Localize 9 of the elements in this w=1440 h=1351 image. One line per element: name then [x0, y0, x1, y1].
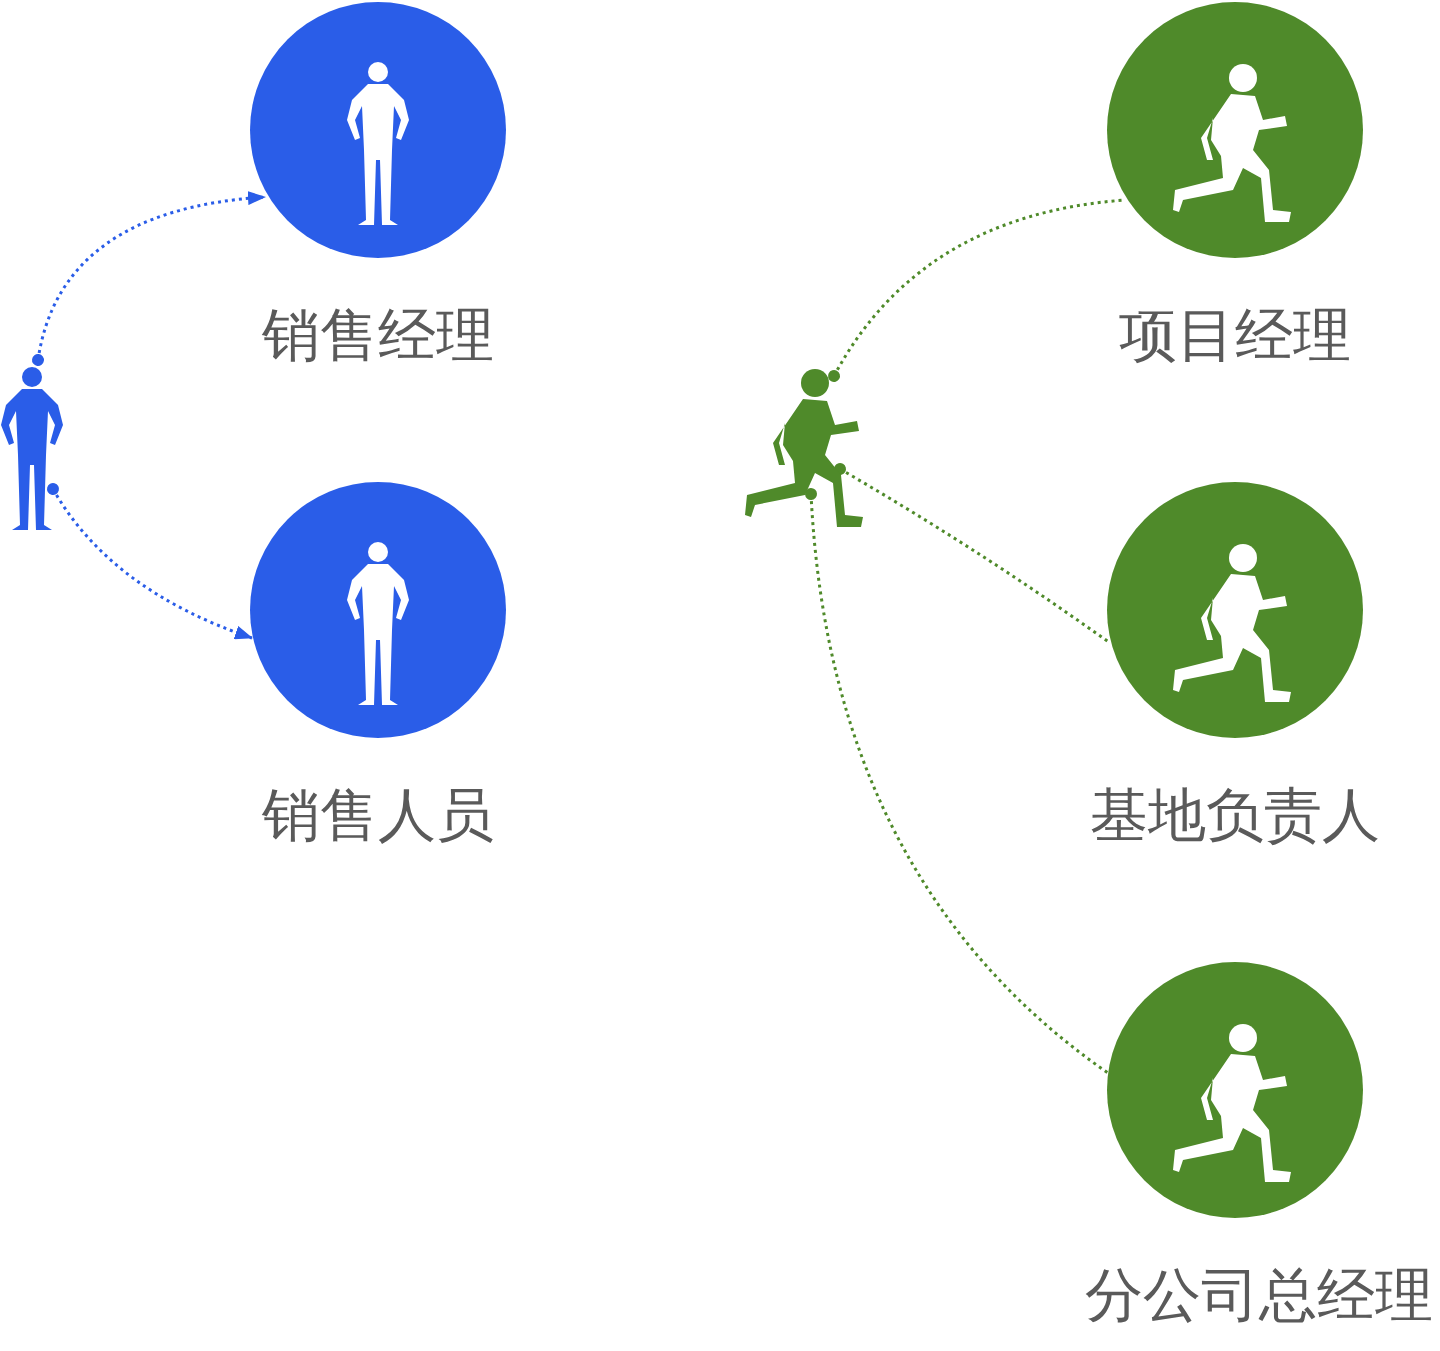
role-label: 销售人员 [262, 780, 494, 850]
role-label: 销售经理 [262, 300, 494, 370]
dotted-connector [834, 463, 1111, 645]
dotted-connector [32, 191, 266, 366]
dotted-connector [805, 488, 1109, 1075]
role-label: 基地负责人 [1090, 780, 1380, 850]
role-label: 分公司总经理 [1085, 1260, 1433, 1330]
dotted-connector [47, 483, 253, 640]
role-label: 项目经理 [1119, 300, 1351, 370]
